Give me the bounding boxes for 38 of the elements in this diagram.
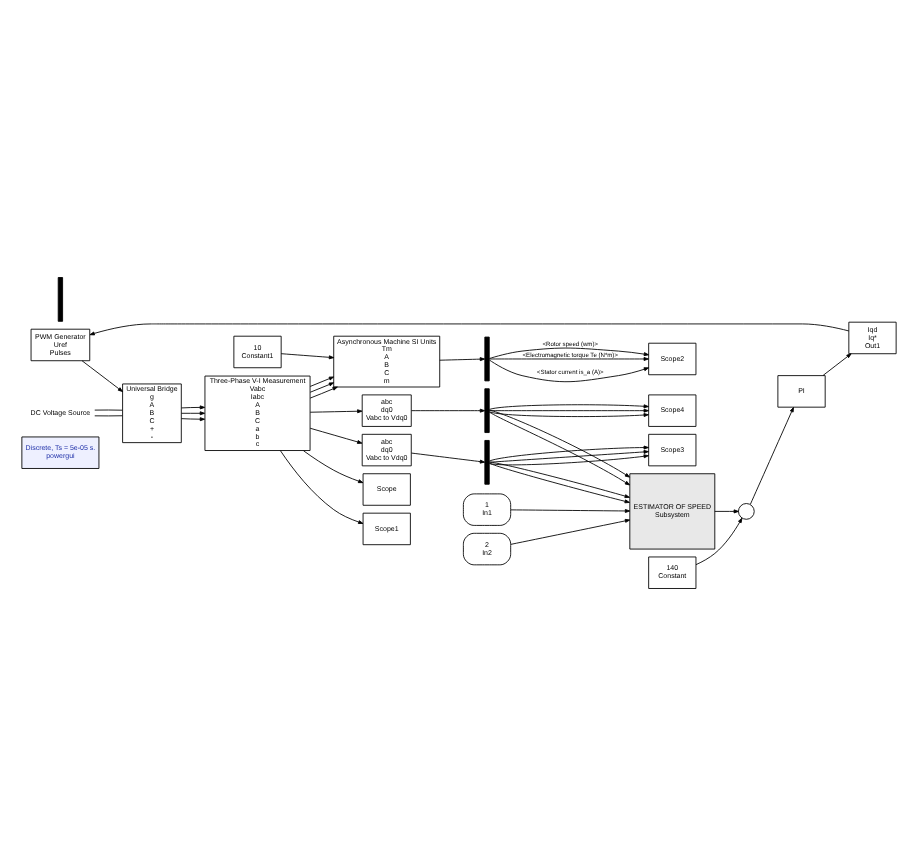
node-bar bbox=[484, 439, 490, 484]
node-bar bbox=[57, 276, 64, 321]
arrow bbox=[489, 453, 649, 465]
arrow bbox=[749, 406, 794, 504]
arrow bbox=[279, 449, 364, 523]
arrow bbox=[181, 416, 205, 421]
arrow bbox=[489, 448, 649, 462]
node-circle bbox=[738, 502, 755, 519]
arrow bbox=[489, 346, 649, 358]
arrow bbox=[510, 517, 631, 544]
arrow bbox=[309, 381, 335, 392]
node-bar bbox=[484, 387, 490, 432]
arrow bbox=[309, 426, 363, 443]
arrow bbox=[822, 352, 852, 375]
node-bar bbox=[484, 335, 490, 381]
arrow bbox=[181, 404, 205, 409]
connector bbox=[94, 408, 123, 410]
arrow bbox=[411, 407, 486, 412]
arrow bbox=[489, 444, 649, 461]
arrow bbox=[309, 408, 363, 413]
arrow bbox=[309, 375, 335, 386]
arrow bbox=[510, 508, 631, 512]
arrow bbox=[81, 359, 123, 391]
arrow bbox=[89, 322, 850, 335]
arrow bbox=[489, 356, 649, 360]
arrow bbox=[181, 410, 205, 415]
arrow bbox=[303, 449, 364, 483]
arrow bbox=[489, 403, 649, 409]
connector bbox=[94, 414, 123, 416]
arrow bbox=[695, 516, 743, 565]
arrow bbox=[439, 356, 485, 361]
arrow bbox=[489, 410, 649, 416]
arrow bbox=[714, 508, 739, 513]
arrow bbox=[309, 385, 338, 398]
arrow bbox=[411, 451, 486, 463]
arrow bbox=[280, 352, 335, 359]
arrow bbox=[489, 407, 649, 412]
arrow bbox=[488, 358, 650, 382]
